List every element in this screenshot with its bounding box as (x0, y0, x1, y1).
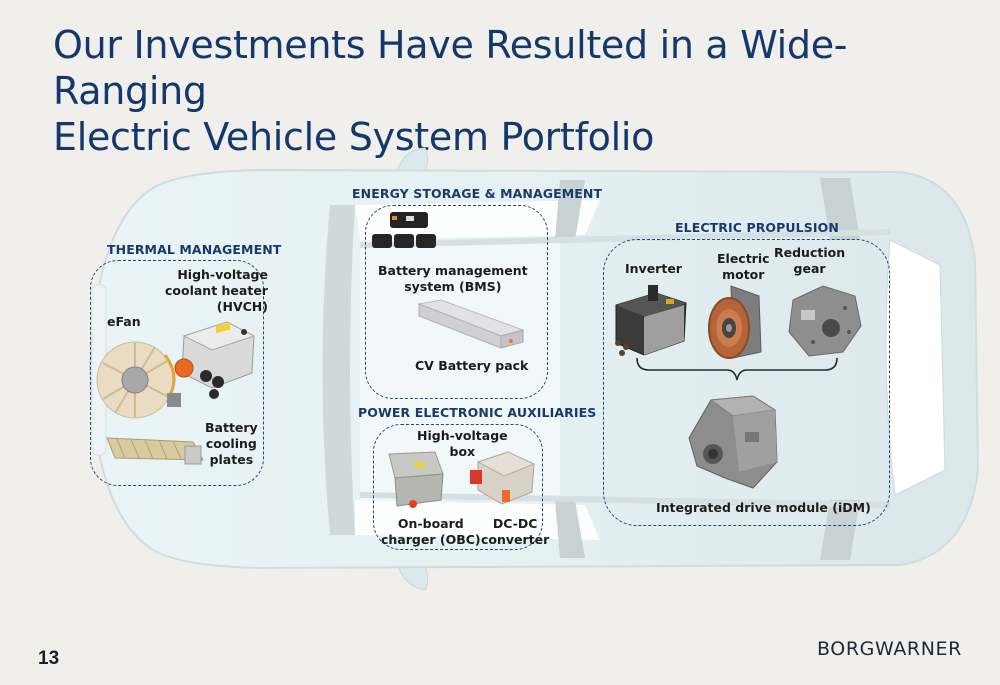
label-hvbox-line-1: High-voltage (417, 428, 508, 443)
section-title-thermal-management: THERMAL MANAGEMENT (107, 242, 282, 257)
pillar-c-top (820, 178, 860, 240)
label-efan: eFan (107, 314, 141, 329)
cabin-glass (360, 240, 560, 500)
dcdc-converter-image (470, 451, 536, 505)
label-obc-line-1: On-board (397, 516, 464, 531)
section-title-electric-propulsion: ELECTRIC PROPULSION (675, 220, 839, 235)
pillar-b-bottom (555, 500, 585, 558)
title-line-1: Our Investments Have Resulted in a Wide-… (53, 23, 848, 113)
label-dcdc-converter: DC-DC converter (481, 516, 549, 548)
energy-storage-group (365, 205, 548, 399)
pillar-b-top (555, 180, 585, 240)
label-electric-motor: Electric motor (717, 251, 770, 283)
thermal-management-group (90, 260, 264, 486)
label-gear-line-2: gear (793, 261, 826, 276)
rear-window (885, 239, 946, 496)
label-cooling-line-2: cooling (205, 436, 257, 451)
label-hvbox-line-2: box (449, 444, 476, 459)
bms-image (372, 212, 436, 248)
label-bms-line-1: Battery management (378, 263, 528, 278)
label-high-voltage-box: High-voltage box (417, 428, 508, 460)
electric-motor-image (708, 285, 762, 359)
label-dcdc-line-1: DC-DC (492, 516, 538, 531)
label-cooling-line-3: plates (209, 452, 254, 467)
label-cv-battery-pack: CV Battery pack (415, 358, 529, 373)
label-bms-line-2: system (BMS) (404, 279, 502, 294)
integrated-drive-module-image (688, 395, 778, 489)
label-gear-line-1: Reduction (774, 245, 846, 260)
section-title-power-electronic-auxiliaries: POWER ELECTRONIC AUXILIARIES (358, 405, 597, 420)
label-motor-line-1: Electric (717, 251, 770, 266)
power-electronic-group (373, 424, 543, 550)
efan-image (96, 341, 181, 419)
label-battery-cooling-plates: Battery cooling plates (205, 420, 258, 468)
label-hvch-line-1: High-voltage (177, 267, 268, 282)
grouping-brace-icon (636, 357, 838, 381)
windshield (322, 205, 355, 535)
reduction-gear-image (788, 285, 862, 357)
obc-image (388, 451, 444, 508)
label-integrated-drive-module: Integrated drive module (iDM) (656, 500, 871, 515)
label-hvch: High-voltage coolant heater (HVCH) (165, 267, 268, 315)
roof-rail-top (359, 229, 891, 248)
label-hvch-line-3: (HVCH) (216, 299, 268, 314)
battery-cooling-plates-image (106, 437, 204, 465)
label-cooling-line-1: Battery (205, 420, 258, 435)
page-number: 13 (38, 648, 60, 669)
electric-propulsion-group (603, 239, 890, 526)
label-hvch-line-2: coolant heater (165, 283, 268, 298)
label-obc: On-board charger (OBC) (381, 516, 481, 548)
pillar-c-bottom (820, 500, 860, 560)
borgwarner-logo: BORGWARNER (817, 638, 962, 660)
section-title-energy-storage-management: ENERGY STORAGE & MANAGEMENT (352, 186, 603, 201)
label-dcdc-line-2: converter (481, 532, 550, 547)
label-reduction-gear: Reduction gear (774, 245, 845, 277)
label-motor-line-2: motor (722, 267, 765, 282)
hvch-image (174, 321, 256, 399)
slide-title: Our Investments Have Resulted in a Wide-… (53, 22, 1000, 160)
title-line-2: Electric Vehicle System Portfolio (53, 115, 655, 159)
label-obc-line-2: charger (OBC) (381, 532, 481, 547)
label-inverter: Inverter (625, 261, 682, 276)
inverter-image (615, 285, 687, 356)
label-bms: Battery management system (BMS) (378, 263, 528, 295)
cv-battery-pack-image (417, 299, 525, 349)
